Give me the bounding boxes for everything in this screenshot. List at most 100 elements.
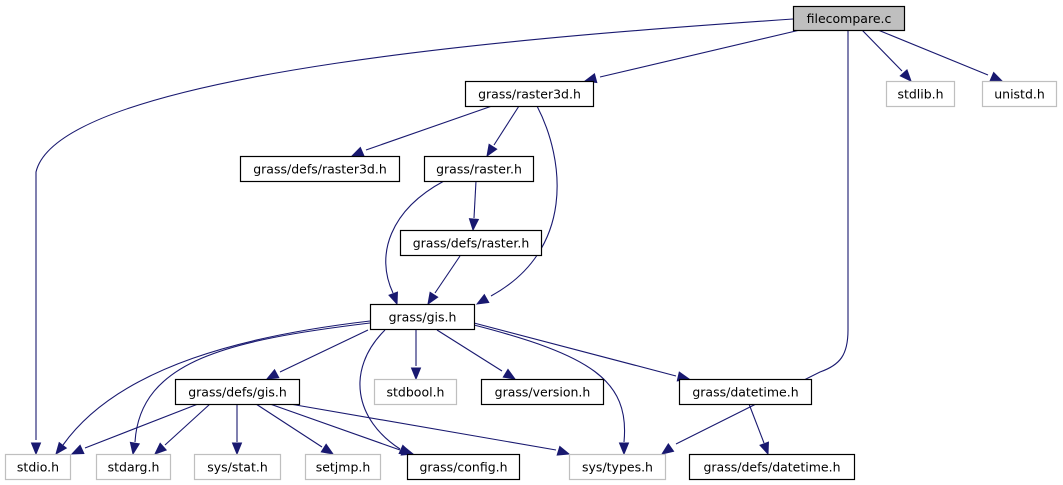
edge-line	[279, 329, 369, 373]
edge-grass-raster3d-h-to-grass-defs-raster3d-h	[350, 105, 493, 157]
edge-line	[62, 320, 371, 446]
node-box	[568, 453, 667, 481]
arrowhead-icon	[265, 368, 280, 380]
node-box	[369, 303, 476, 331]
arrowhead-icon	[486, 143, 498, 158]
node-sys-types-h: sys/types.h	[568, 453, 667, 481]
node-box	[423, 155, 535, 183]
node-stdbool-h: stdbool.h	[373, 378, 458, 406]
node-label: grass/raster.h	[436, 162, 522, 177]
node-stdlib-h: stdlib.h	[885, 80, 956, 108]
edge-line	[365, 105, 493, 151]
arrowhead-icon	[231, 442, 243, 456]
edge-grass-gis-h-to-stdbool-h	[410, 330, 422, 381]
edge-grass-gis-h-to-grass-defs-gis-h	[265, 329, 369, 380]
arrowhead-icon	[618, 442, 630, 456]
arrowhead-icon	[427, 291, 439, 306]
node-grass-defs-gis-h[interactable]: grass/defs/gis.h	[174, 378, 301, 406]
node-grass-defs-datetime-h[interactable]: grass/defs/datetime.h	[688, 453, 856, 481]
arrowhead-icon	[660, 443, 675, 455]
node-grass-version-h[interactable]: grass/version.h	[480, 378, 605, 406]
edge-line	[877, 29, 989, 76]
edge-filecompare-c-to-unistd-h	[877, 29, 1004, 82]
edge-grass-gis-h-to-grass-version-h	[436, 329, 517, 380]
node-box	[792, 5, 906, 32]
arrowhead-icon	[70, 444, 85, 455]
node-label: stdio.h	[17, 460, 59, 475]
node-label: stdarg.h	[108, 460, 160, 475]
edge-filecompare-c-to-grass-raster3d-h	[583, 29, 801, 84]
node-box	[399, 229, 543, 257]
edge-line	[748, 403, 765, 444]
node-box	[193, 453, 282, 481]
node-stdarg-h: stdarg.h	[95, 453, 172, 481]
node-unistd-h: unistd.h	[981, 80, 1058, 108]
node-grass-datetime-h[interactable]: grass/datetime.h	[678, 378, 813, 406]
node-grass-defs-raster-h[interactable]: grass/defs/raster.h	[399, 229, 543, 257]
edge-line	[289, 403, 557, 451]
node-grass-raster3d-h[interactable]: grass/raster3d.h	[464, 80, 595, 108]
edge-grass-datetime-h-to-grass-defs-datetime-h	[748, 403, 769, 456]
node-label: grass/defs/raster.h	[413, 236, 530, 251]
edge-line	[255, 403, 323, 448]
node-box	[464, 80, 595, 108]
arrowhead-icon	[556, 445, 571, 456]
node-box	[480, 378, 605, 406]
edge-line	[861, 29, 903, 72]
node-label: grass/datetime.h	[692, 385, 798, 400]
node-box	[239, 155, 401, 183]
edge-line	[385, 180, 445, 294]
node-label: grass/raster3d.h	[478, 87, 581, 102]
edge-filecompare-c-to-stdlib-h	[861, 29, 912, 82]
edge-grass-defs-raster-h-to-grass-gis-h	[427, 255, 461, 306]
arrowhead-icon	[30, 442, 42, 456]
edge-line	[493, 105, 520, 146]
arrowhead-icon	[468, 218, 480, 232]
arrowhead-icon	[759, 441, 769, 456]
node-box	[406, 453, 521, 481]
arrowhead-icon	[400, 445, 415, 456]
arrowhead-icon	[475, 293, 490, 305]
node-grass-gis-h[interactable]: grass/gis.h	[369, 303, 476, 331]
edge-line	[269, 403, 401, 451]
node-setjmp-h: setjmp.h	[304, 453, 382, 481]
arrowhead-icon	[388, 291, 398, 306]
edge-filecompare-c-to-sys-types-h	[660, 30, 849, 455]
edge-grass-defs-gis-h-to-stdio-h	[70, 403, 199, 455]
node-grass-raster-h[interactable]: grass/raster.h	[423, 155, 535, 183]
node-label: filecompare.c	[807, 11, 892, 26]
node-box	[304, 453, 382, 481]
edge-grass-defs-gis-h-to-stdarg-h	[154, 403, 211, 455]
node-grass-config-h[interactable]: grass/config.h	[406, 453, 521, 481]
edge-grass-defs-gis-h-to-sys-stat-h	[231, 404, 243, 456]
edge-line	[490, 105, 558, 297]
arrowhead-icon	[899, 68, 912, 82]
edge-line	[436, 329, 503, 372]
edge-line	[473, 322, 677, 377]
edge-line	[675, 30, 849, 445]
node-label: sys/stat.h	[207, 460, 268, 475]
arrowhead-icon	[989, 71, 1004, 82]
node-label: grass/defs/gis.h	[188, 385, 287, 400]
edge-grass-raster3d-h-to-grass-gis-h	[475, 105, 558, 305]
edge-grass-raster-h-to-grass-defs-raster-h	[468, 180, 480, 232]
edge-filecompare-c-to-stdio-h	[30, 18, 794, 456]
node-label: stdbool.h	[387, 385, 445, 400]
edge-line	[35, 18, 794, 440]
nodes-layer: filecompare.c stdlib.h unistd.h grass/raste…	[4, 5, 1058, 481]
node-grass-defs-raster3d-h[interactable]: grass/defs/raster3d.h	[239, 155, 401, 183]
edge-grass-gis-h-to-stdio-h	[55, 320, 371, 456]
edges-layer	[30, 18, 1004, 456]
node-label: sys/types.h	[582, 460, 653, 475]
edge-line	[359, 329, 401, 450]
node-label: setjmp.h	[316, 460, 371, 475]
arrowhead-icon	[320, 443, 335, 455]
node-box	[885, 80, 956, 108]
arrowhead-icon	[350, 146, 365, 157]
node-label: grass/version.h	[495, 385, 591, 400]
arrowhead-icon	[55, 441, 68, 456]
node-filecompare-c[interactable]: filecompare.c	[792, 5, 906, 32]
arrowhead-icon	[129, 441, 141, 456]
edge-grass-defs-gis-h-to-grass-config-h	[269, 403, 415, 456]
edge-grass-raster-h-to-grass-gis-h	[385, 180, 445, 306]
